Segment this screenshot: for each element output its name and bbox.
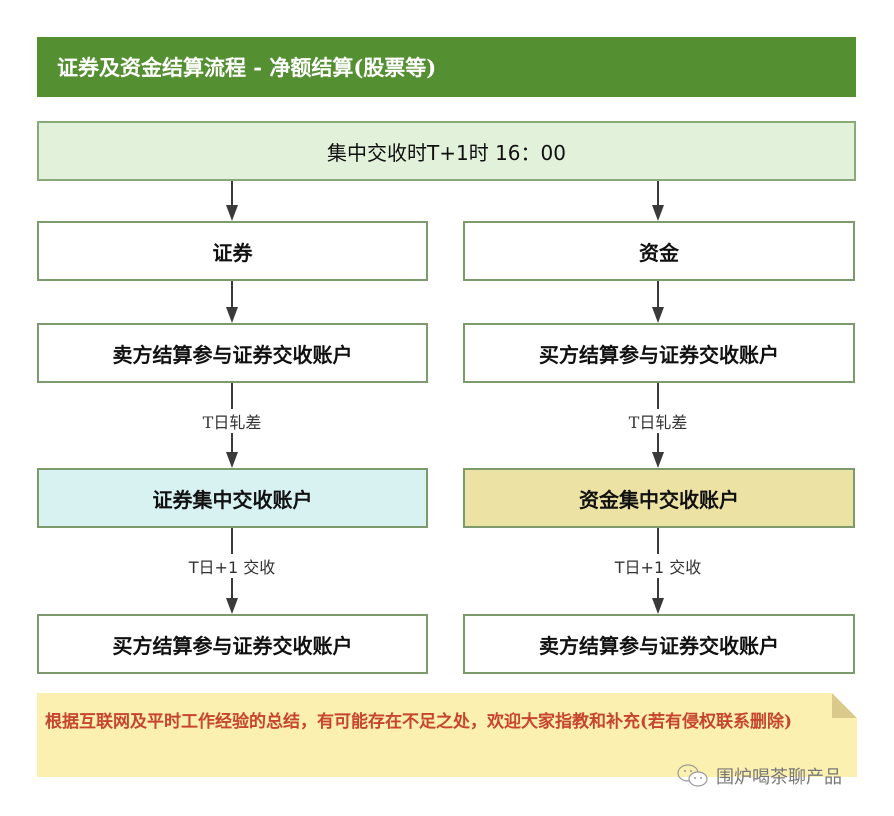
- edge-label-netting: T日轧差: [162, 409, 302, 433]
- connector-line: [657, 281, 659, 309]
- seller-securities-account-node: 卖方结算参与证券交收账户: [463, 614, 855, 674]
- diagram-title: 证券及资金结算流程 - 净额结算(股票等): [37, 37, 856, 97]
- edge-label-netting: T日轧差: [588, 409, 728, 433]
- securities-central-account-node: 证券集中交收账户: [37, 468, 428, 528]
- connector-line: [231, 181, 233, 207]
- arrow-down-icon: [652, 452, 664, 468]
- arrow-down-icon: [652, 598, 664, 614]
- edge-label-settlement: T日+1 交收: [162, 554, 302, 578]
- funds-node: 资金: [463, 221, 855, 281]
- settlement-time-node: 集中交收时T+1时 16：00: [37, 121, 856, 181]
- buyer-securities-account-node: 买方结算参与证券交收账户: [463, 323, 855, 383]
- funds-central-account-node: 资金集中交收账户: [463, 468, 855, 528]
- edge-label-settlement: T日+1 交收: [588, 554, 728, 578]
- connector-line: [657, 181, 659, 207]
- seller-securities-account-node: 卖方结算参与证券交收账户: [37, 323, 428, 383]
- securities-node: 证券: [37, 221, 428, 281]
- arrow-down-icon: [226, 598, 238, 614]
- arrow-down-icon: [226, 452, 238, 468]
- connector-line: [231, 281, 233, 309]
- buyer-securities-account-node: 买方结算参与证券交收账户: [37, 614, 428, 674]
- arrow-down-icon: [652, 307, 664, 323]
- wechat-icon: [677, 764, 708, 787]
- watermark: 围炉喝茶聊产品: [676, 762, 842, 790]
- arrow-down-icon: [652, 205, 664, 221]
- disclaimer-note: 根据互联网及平时工作经验的总结，有可能存在不足之处，欢迎大家指教和补充(若有侵权…: [37, 693, 857, 777]
- arrow-down-icon: [226, 205, 238, 221]
- page-fold-icon: [832, 693, 857, 718]
- arrow-down-icon: [226, 307, 238, 323]
- watermark-text: 围炉喝茶聊产品: [716, 767, 842, 788]
